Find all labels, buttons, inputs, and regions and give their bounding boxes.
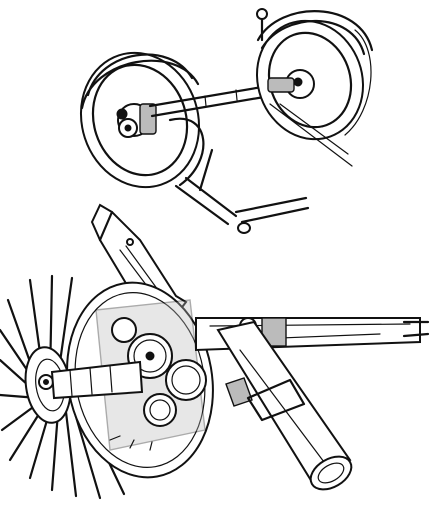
drive-shaft xyxy=(50,360,144,400)
tow-arm xyxy=(174,103,353,234)
axle-tube xyxy=(148,84,272,118)
wheel-axle-assembly-icon xyxy=(79,8,374,234)
wheel-hub-gear-cutaway-icon xyxy=(0,203,430,500)
right-wheel xyxy=(256,8,374,141)
diagonal-tube xyxy=(216,320,353,491)
left-wheel xyxy=(79,51,205,189)
